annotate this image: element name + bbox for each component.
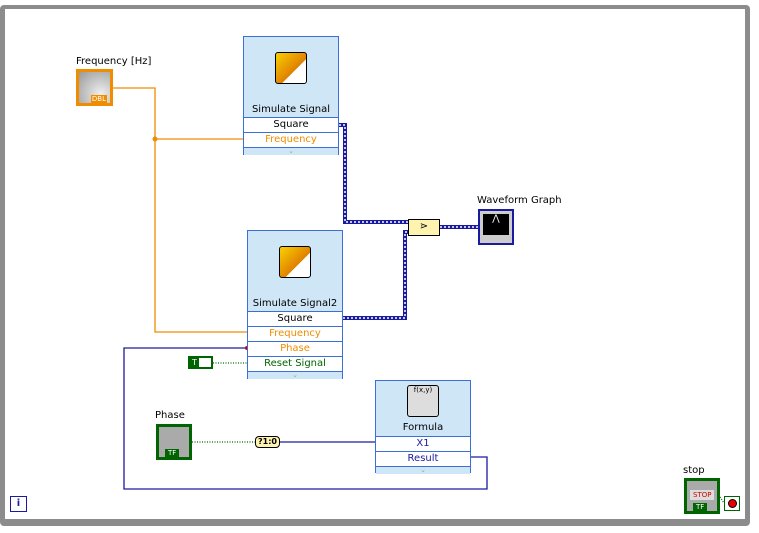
phase-boolean-control[interactable]: TF <box>156 424 192 460</box>
bool-to-int-node[interactable]: ?1:0 <box>255 436 280 448</box>
stop-button-control[interactable]: STOP TF <box>684 478 720 514</box>
output-square[interactable]: Square <box>244 117 338 132</box>
frequency-label: Frequency [Hz] <box>76 56 152 67</box>
phase-loop-wire <box>123 347 488 490</box>
merge-signals-node[interactable]: ⋗ <box>408 219 440 236</box>
simulate-signal-node[interactable]: Simulate Signal Square Frequency ⌄ <box>243 36 339 155</box>
dbl-badge: DBL <box>90 95 107 103</box>
node-title: Simulate Signal2 <box>252 298 338 309</box>
expand-handle[interactable]: ⌄ <box>248 371 342 379</box>
waveform-graph-terminal[interactable]: ⋀ <box>478 209 514 245</box>
input-frequency[interactable]: Frequency <box>244 132 338 147</box>
input-frequency[interactable]: Frequency <box>248 326 342 341</box>
expand-handle[interactable]: ⌄ <box>244 147 338 155</box>
stop-if-true-icon <box>727 499 737 508</box>
phase-label: Phase <box>155 410 185 421</box>
info-icon[interactable]: i <box>10 496 27 512</box>
frequency-wire <box>113 87 247 333</box>
waveform-graph-label: Waveform Graph <box>477 195 562 206</box>
output-square[interactable]: Square <box>248 311 342 326</box>
frequency-control[interactable]: DBL <box>76 69 113 106</box>
calculator-icon: f(x,y) <box>407 385 439 417</box>
true-constant[interactable]: T <box>188 356 213 369</box>
node-title: Formula <box>402 422 444 433</box>
simulate-signal2-node[interactable]: Simulate Signal2 Square Frequency Phase … <box>247 230 343 379</box>
formula-node[interactable]: f(x,y) Formula X1 Result ⌄ <box>375 380 471 474</box>
input-reset-signal[interactable]: Reset Signal <box>248 356 342 371</box>
stop-label: stop <box>683 465 705 476</box>
knob-icon: DBL <box>79 72 110 103</box>
graph-icon: ⋀ <box>483 214 509 235</box>
simulate-signal-icon <box>275 52 307 84</box>
input-phase[interactable]: Phase <box>248 341 342 356</box>
simulate-signal-icon <box>279 246 311 278</box>
tf-badge: TF <box>693 503 708 511</box>
expand-handle[interactable]: ⌄ <box>376 466 470 474</box>
output-result[interactable]: Result <box>376 451 470 466</box>
stop-button-face: STOP <box>690 490 715 500</box>
input-x1[interactable]: X1 <box>376 436 470 451</box>
node-title: Simulate Signal <box>251 104 331 115</box>
tf-badge: TF <box>165 449 180 457</box>
loop-condition-terminal[interactable] <box>724 496 740 511</box>
